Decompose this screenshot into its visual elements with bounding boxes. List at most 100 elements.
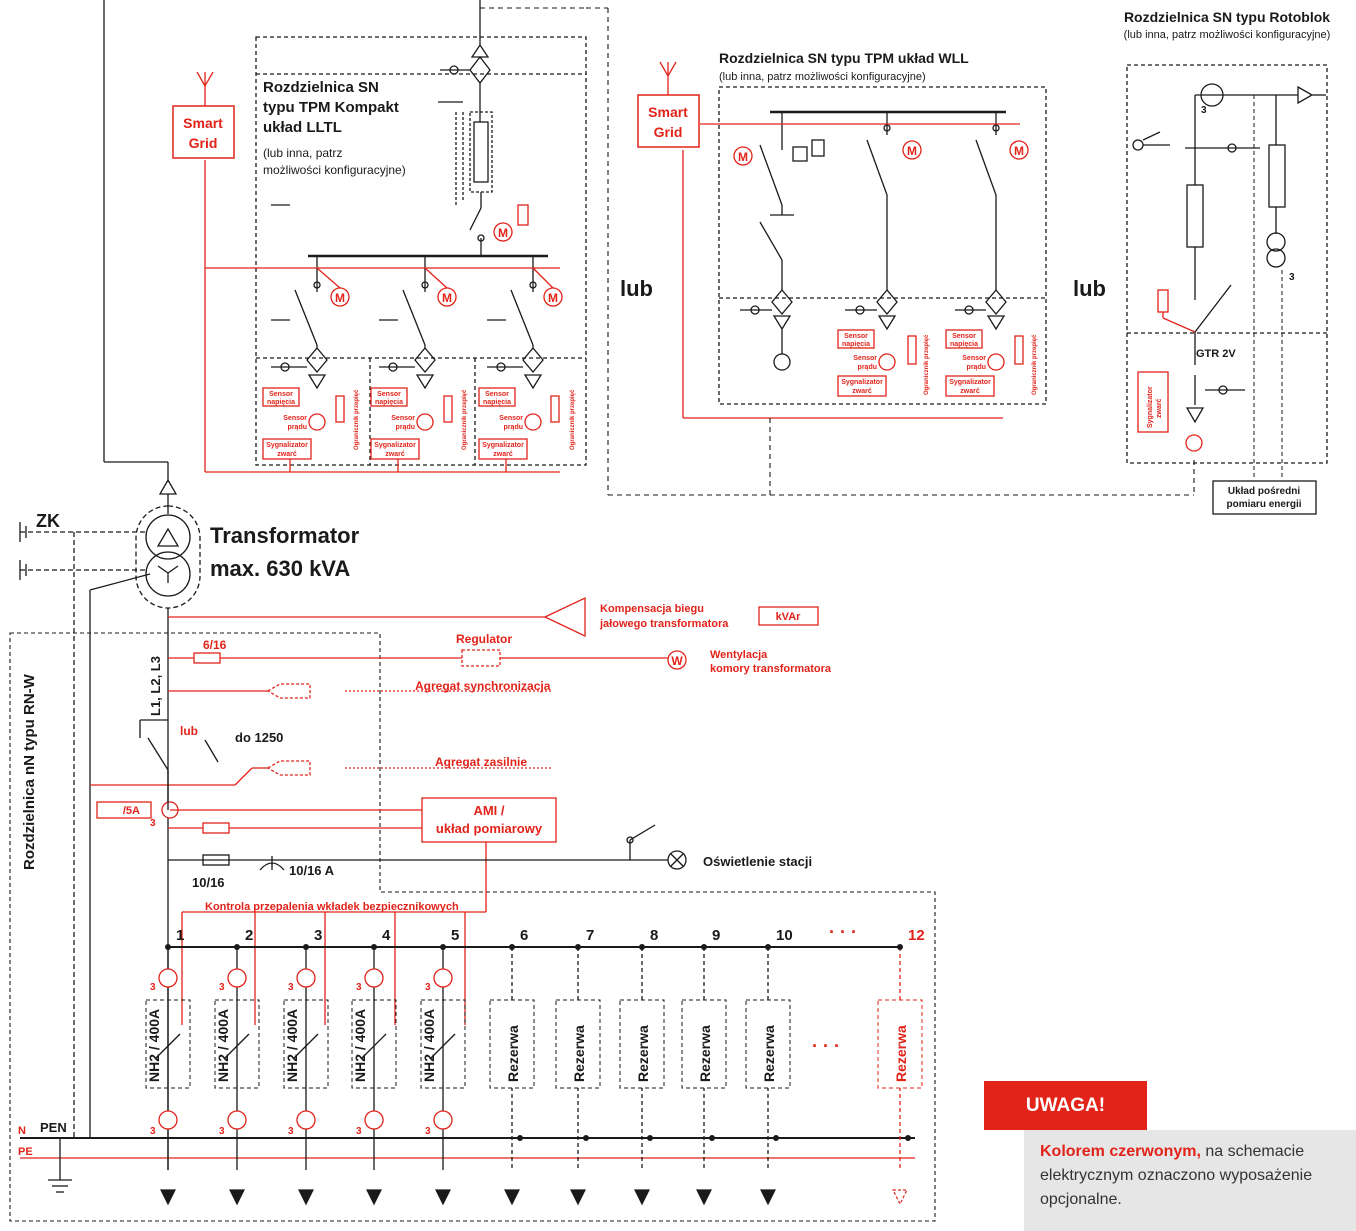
motor-label: M xyxy=(738,150,748,164)
rotoblok-frame xyxy=(1126,64,1328,464)
ventilation-label-1: Wentylacja xyxy=(710,649,768,661)
wll-smart-grid xyxy=(637,61,700,148)
fuse-10-16-label: 10/16 xyxy=(192,875,225,890)
sensor-pradu-label: Sensor xyxy=(391,415,415,422)
feeder-label: Rezerwa xyxy=(893,1025,909,1082)
sensor-napiecia-label: napięcia xyxy=(950,341,978,348)
ct-count: 3 xyxy=(150,1126,156,1137)
warning-note: Kolorem czerwonym, na schemacie elektryc… xyxy=(1024,1130,1356,1231)
ogranicznik-label: Ogranicznik przepięć xyxy=(570,389,576,450)
warning-text-1: na schemacie xyxy=(1200,1143,1305,1160)
sensor-napiecia-label: Sensor xyxy=(485,391,509,398)
compensation-label-1: Kompensacja biegu xyxy=(600,603,704,615)
feeder-output-arrow xyxy=(570,1189,586,1206)
do1250-label: do 1250 xyxy=(235,730,283,745)
busbar-node xyxy=(897,944,903,950)
busbar-node xyxy=(639,944,645,950)
sygnalizator-label: zwarć xyxy=(277,451,297,458)
feeder-output-arrow xyxy=(634,1189,650,1206)
ct-count: 3 xyxy=(219,1126,225,1137)
sensor-pradu-label: Sensor xyxy=(853,355,877,362)
alt-lub-2: lub xyxy=(1073,276,1106,301)
feeder-output-arrow xyxy=(760,1189,776,1206)
current-transformer xyxy=(158,1110,178,1130)
roto-ct-mark-1: 3 xyxy=(1201,105,1207,116)
reserve-box xyxy=(681,999,727,1089)
phases-label: L1, L2, L3 xyxy=(148,656,163,716)
busbar-node xyxy=(509,944,515,950)
current-transformer xyxy=(433,968,453,988)
warning-line-3: opcjonalne. xyxy=(1040,1191,1122,1208)
lv-board-title: Rozdzielnica nN typu RN-W xyxy=(21,673,38,870)
sygnalizator-label: Sygnalizator xyxy=(841,379,883,386)
feeder-number: 9 xyxy=(712,927,720,944)
ct-count: 3 xyxy=(219,982,225,993)
current-transformer xyxy=(296,968,316,988)
pen-node xyxy=(905,1135,911,1141)
reserve-box xyxy=(489,999,535,1089)
feeder-output-arrow xyxy=(696,1189,712,1206)
lltl-title-1: Rozdzielnica SN xyxy=(263,79,379,96)
motor-label: M xyxy=(335,291,345,305)
ct-count-label: 3 xyxy=(150,818,156,829)
sensor-napiecia-label: napięcia xyxy=(267,399,295,406)
feeder-number: 8 xyxy=(650,927,658,944)
lltl-smart-grid xyxy=(172,71,235,159)
feeder-label: Rezerwa xyxy=(571,1025,587,1082)
ct-count: 3 xyxy=(288,982,294,993)
fuse-symbol xyxy=(361,1033,387,1059)
wll-title: Rozdzielnica SN typu TPM układ WLL xyxy=(719,50,969,66)
sensor-pradu-label: Sensor xyxy=(962,355,986,362)
wll-switchgear xyxy=(718,86,1047,405)
current-transformer xyxy=(227,968,247,988)
feeder-number: 6 xyxy=(520,927,528,944)
roto-sygn-1: Sygnalizator xyxy=(1147,386,1154,428)
ct-count: 3 xyxy=(288,1126,294,1137)
sygnalizator-label: Sygnalizator xyxy=(266,442,308,449)
feeder-number: 10 xyxy=(776,927,793,944)
sygnalizator-label: zwarć xyxy=(960,388,980,395)
agregat-sync-label: Agregat synchronizacja xyxy=(415,679,551,693)
motor-label: M xyxy=(907,144,917,158)
lltl-bay-3 xyxy=(487,256,544,390)
ogranicznik-label: Ogranicznik przepięć xyxy=(924,334,930,395)
feeder-label: Rezerwa xyxy=(635,1025,651,1082)
feeder-output-arrow xyxy=(435,1189,451,1206)
current-transformer xyxy=(158,968,178,988)
current-transformer xyxy=(364,1110,384,1130)
regulator-label: Regulator xyxy=(456,632,512,646)
fuse-switch-box xyxy=(420,999,466,1089)
ct-ratio-label: /5A xyxy=(123,805,140,817)
busbar-node xyxy=(701,944,707,950)
fuse-switch-box xyxy=(214,999,260,1089)
warning-badge-text: UWAGA! xyxy=(1025,1094,1106,1116)
ogranicznik-label: Ogranicznik przepięć xyxy=(462,389,468,450)
warning-line-2: elektrycznym oznaczono wyposażenie xyxy=(1040,1167,1313,1184)
feeder-output-arrow xyxy=(229,1189,245,1206)
lltl-smart-grid-label-2: Grid xyxy=(189,135,218,151)
sensor-pradu-label: prądu xyxy=(504,424,523,431)
transformer-title-1: Transformator xyxy=(210,523,360,548)
motor-label: M xyxy=(548,291,558,305)
ct-count: 3 xyxy=(150,982,156,993)
warning-line-1: Kolorem czerwonym, na schemacie xyxy=(1040,1140,1356,1164)
busbar-node xyxy=(440,944,446,950)
ami-label-1: AMI / xyxy=(473,803,504,818)
busbar-node xyxy=(165,944,171,950)
sensor-napiecia-label: napięcia xyxy=(375,399,403,406)
feeder-label: Rezerwa xyxy=(697,1025,713,1082)
sygnalizator-label: Sygnalizator xyxy=(482,442,524,449)
lltl-title-2: typu TPM Kompakt xyxy=(263,99,399,116)
feeder-label: NH2 / 400A xyxy=(146,1009,162,1082)
ct-count: 3 xyxy=(425,982,431,993)
transformer-title-2: max. 630 kVA xyxy=(210,556,350,581)
warning-badge: UWAGA! xyxy=(984,1081,1147,1130)
feeder-number: 3 xyxy=(314,927,322,944)
lltl-note-2: możliwości konfiguracyjne) xyxy=(263,163,406,177)
